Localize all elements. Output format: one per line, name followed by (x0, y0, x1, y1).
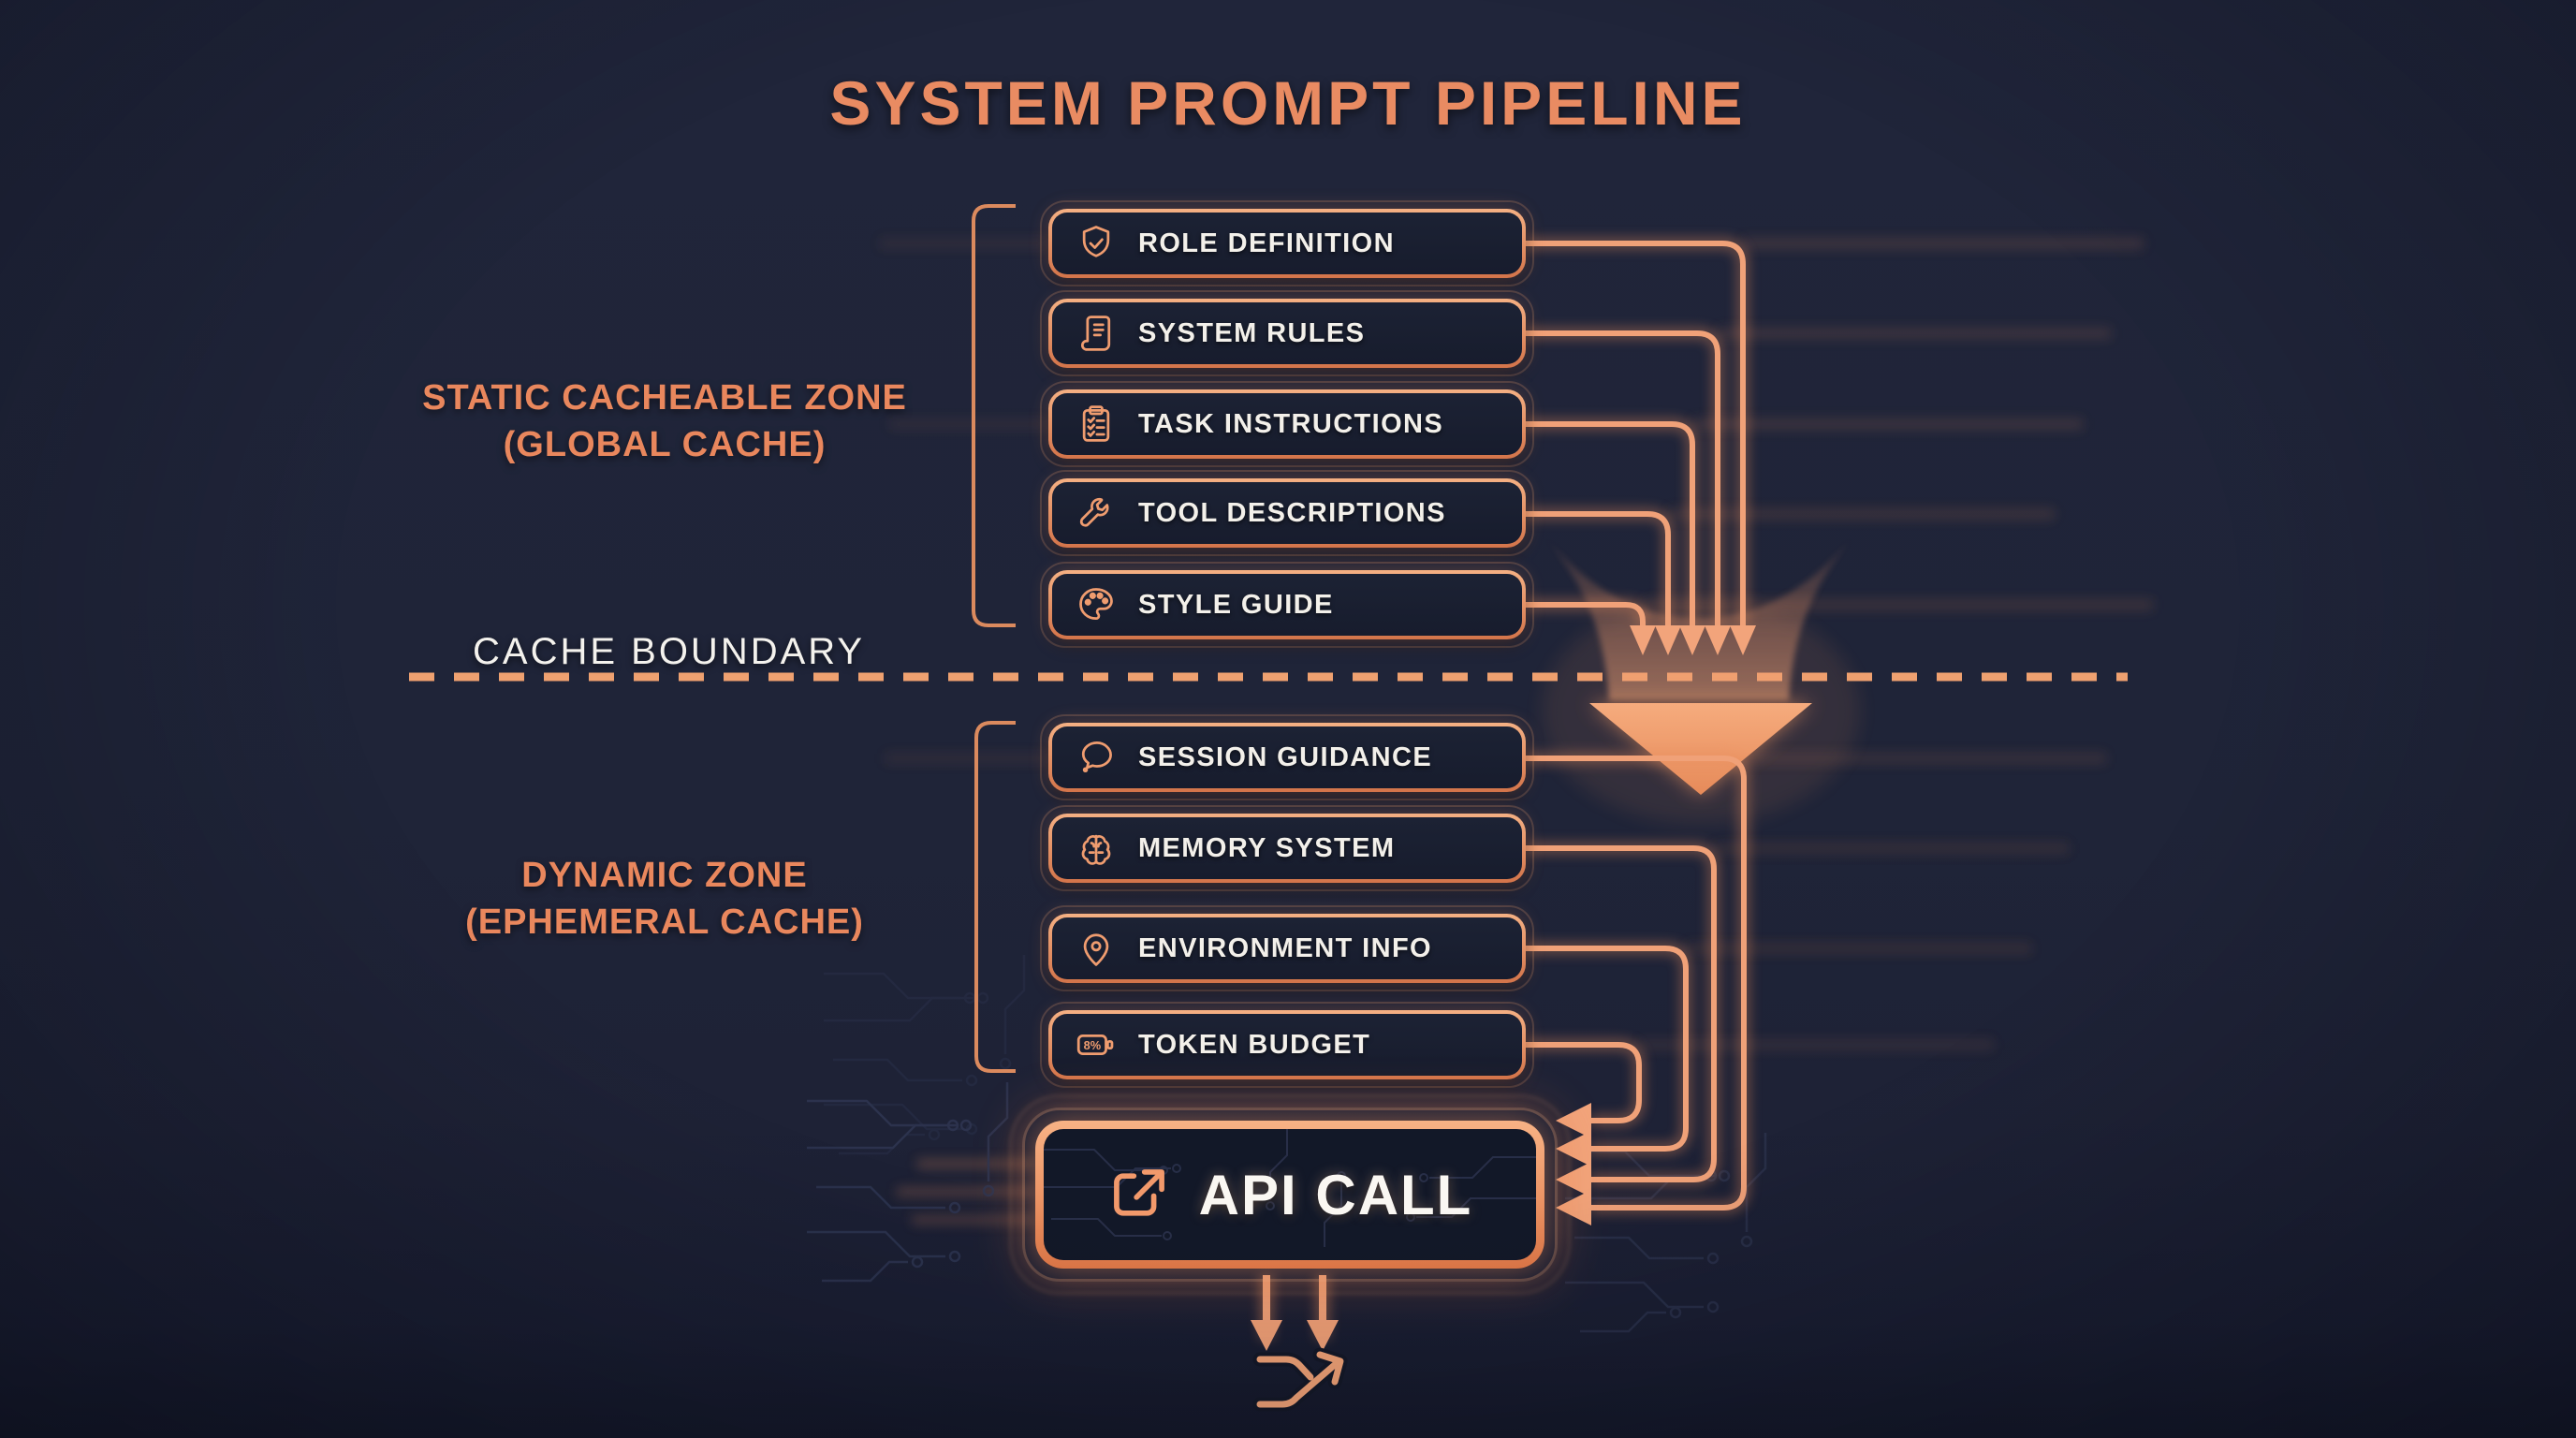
api-call-label: API CALL (1198, 1163, 1473, 1226)
static-connectors (1526, 243, 1756, 655)
dynamic-zone-label-line2: (EPHEMERAL CACHE) (465, 902, 864, 943)
pipeline-box-label: SESSION GUIDANCE (1138, 741, 1433, 772)
scroll-icon (1075, 312, 1118, 355)
static-zone-label-line2: (GLOBAL CACHE) (503, 425, 827, 465)
brain-icon (1075, 827, 1118, 870)
pipeline-box-halo (1040, 805, 1534, 891)
pipeline-box-memory-system: MEMORY SYSTEM (1040, 805, 1534, 891)
pipeline-box-halo (1040, 470, 1534, 556)
pipeline-box-tool-descriptions: TOOL DESCRIPTIONS (1040, 470, 1534, 556)
pipeline-box-session-guidance: SESSION GUIDANCE (1040, 714, 1534, 800)
pipeline-box-task-instructions: TASK INSTRUCTIONS (1040, 381, 1534, 467)
pipeline-box-label: SYSTEM RULES (1138, 317, 1366, 348)
pipeline-box-label: TOOL DESCRIPTIONS (1138, 497, 1446, 528)
api-call-halo (1009, 1094, 1571, 1295)
pipeline-box-style-guide: STYLE GUIDE (1040, 562, 1534, 648)
circuit-pattern-right (1563, 1131, 1767, 1333)
pipeline-box-role-definition: ROLE DEFINITION (1040, 200, 1534, 286)
api-call-box: API CALL (1009, 1094, 1571, 1295)
circuit-pattern-left (805, 953, 1026, 1283)
pipeline-box-label: ENVIRONMENT INFO (1138, 932, 1433, 963)
merge-arrow (1542, 534, 1860, 824)
pipeline-box-label: ROLE DEFINITION (1138, 227, 1395, 258)
dynamic-zone-label: DYNAMIC ZONE (EPHEMERAL CACHE) (393, 852, 936, 946)
battery-icon: 8% (1075, 1023, 1118, 1066)
shuffle-arrows-icon (1252, 1347, 1348, 1412)
pipeline-box-environment-info: ENVIRONMENT INFO (1040, 905, 1534, 991)
shield-check-icon (1075, 222, 1118, 265)
pipeline-box-label: MEMORY SYSTEM (1138, 832, 1396, 863)
pipeline-box-halo (1040, 290, 1534, 376)
pipeline-box-label: STYLE GUIDE (1138, 589, 1334, 620)
wrench-icon (1075, 492, 1118, 535)
palette-icon (1075, 583, 1118, 626)
static-zone-label: STATIC CACHEABLE ZONE (GLOBAL CACHE) (393, 374, 936, 468)
api-output-arrows (1251, 1275, 1339, 1351)
static-zone-bracket (972, 204, 1016, 627)
static-zone-label-line1: STATIC CACHEABLE ZONE (422, 378, 907, 418)
clipboard-checklist-icon (1075, 403, 1118, 446)
pipeline-box-halo (1040, 1002, 1534, 1088)
svg-text:8%: 8% (1084, 1038, 1102, 1052)
dynamic-zone-bracket (974, 721, 1016, 1073)
pipeline-box-token-budget: 8% TOKEN BUDGET (1040, 1002, 1534, 1088)
page-title: SYSTEM PROMPT PIPELINE (829, 68, 1747, 138)
pipeline-box-halo (1040, 714, 1534, 800)
pipeline-box-halo (1040, 381, 1534, 467)
pipeline-box-halo (1040, 905, 1534, 991)
dynamic-zone-label-line1: DYNAMIC ZONE (521, 856, 808, 895)
pipeline-box-label: TOKEN BUDGET (1138, 1029, 1371, 1060)
pipeline-box-label: TASK INSTRUCTIONS (1138, 408, 1444, 439)
merge-arrowheads (1630, 625, 1756, 655)
pipeline-box-halo (1040, 200, 1534, 286)
pipeline-box-system-rules: SYSTEM RULES (1040, 290, 1534, 376)
dynamic-connectors (1526, 758, 1744, 1225)
api-input-arrowheads (1556, 1103, 1591, 1225)
api-circuit-pattern (1044, 1129, 1536, 1247)
pipeline-box-halo (1040, 562, 1534, 648)
speech-bubble-icon (1075, 736, 1118, 779)
cache-boundary-label: CACHE BOUNDARY (473, 631, 866, 672)
map-pin-icon (1075, 927, 1118, 970)
external-link-icon (1107, 1163, 1171, 1226)
